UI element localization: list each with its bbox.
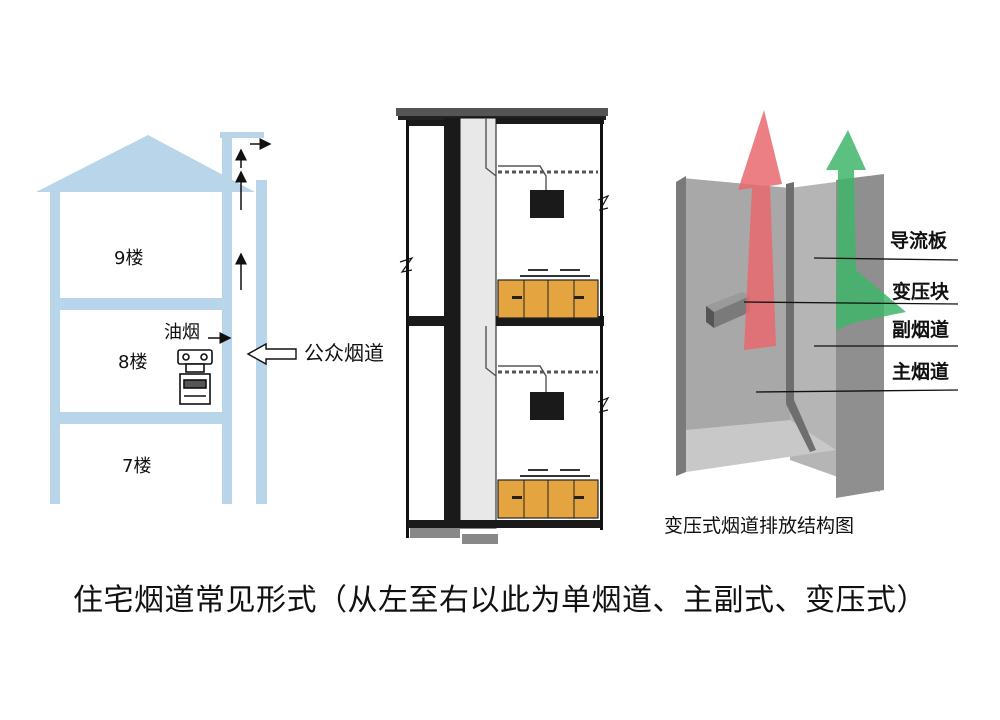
flue-shaft-wall xyxy=(256,180,267,504)
range-hood-icon xyxy=(177,349,213,405)
house-left-wall xyxy=(50,192,60,504)
green-airflow-arrow xyxy=(826,130,906,330)
transformer-flue-diagram: 导流板 变压块 副烟道 主烟道 变压式烟道排放结构图 xyxy=(664,110,959,537)
hood-upper xyxy=(530,190,564,218)
single-flue-house: 9楼 8楼 7楼 油烟 公众烟道 xyxy=(36,132,384,504)
hood-lower xyxy=(530,392,564,420)
house-right-wall xyxy=(222,192,232,504)
floor-8-label: 8楼 xyxy=(118,352,147,373)
transformer-flue-title: 变压式烟道排放结构图 xyxy=(664,515,854,537)
secondary-flue-label: 副烟道 xyxy=(892,318,949,341)
floor-slab-9 xyxy=(50,298,232,310)
public-flue-pointer-icon xyxy=(246,342,297,366)
oil-smoke-label: 油烟 xyxy=(164,322,200,343)
transformer-block-label: 变压块 xyxy=(892,280,950,303)
floor-slab-8 xyxy=(50,412,232,424)
deflector-label: 导流板 xyxy=(890,229,948,252)
red-airflow-arrow xyxy=(738,110,782,350)
floor-9-label: 9楼 xyxy=(114,248,143,269)
cabinet-upper xyxy=(497,279,599,319)
figure-caption: 住宅烟道常见形式（从左至右以此为单烟道、主副式、变压式） xyxy=(73,583,927,618)
main-flue-label: 主烟道 xyxy=(892,360,949,383)
main-secondary-flue-section xyxy=(396,108,610,544)
transformer-block xyxy=(706,292,750,312)
flue-cap xyxy=(220,132,264,138)
floor-7-label: 7楼 xyxy=(122,456,151,477)
public-flue-label: 公众烟道 xyxy=(304,341,384,365)
flue-inner-wall xyxy=(222,136,232,216)
main-flue-shaft xyxy=(459,117,497,529)
cabinet-lower xyxy=(497,479,599,519)
roof xyxy=(36,135,255,192)
